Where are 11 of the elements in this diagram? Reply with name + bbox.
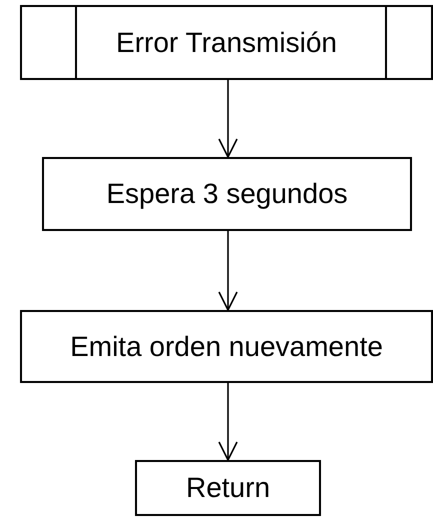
node-label: Return	[186, 472, 270, 504]
arrow	[218, 383, 238, 461]
node-label: Espera 3 segundos	[106, 178, 348, 210]
node-label: Emita orden nuevamente	[70, 330, 383, 362]
process-box	[135, 460, 321, 516]
arrow	[218, 231, 238, 311]
arrow	[218, 80, 238, 158]
process-box	[42, 157, 412, 231]
node-label: Error Transmisión	[116, 26, 337, 58]
predefined-process-box	[20, 5, 433, 80]
process-box	[20, 310, 433, 383]
